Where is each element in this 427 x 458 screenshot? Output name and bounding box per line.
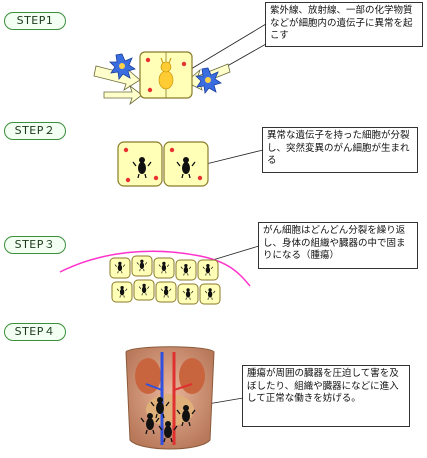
- step-4-illustration: [125, 346, 244, 450]
- step-4-callout: 腫瘍が周囲の臓器を圧迫して害を及ぼしたり、組織や臓器になどに進入して正常な働きを…: [242, 365, 410, 427]
- step-3-label: STEP３: [4, 236, 66, 254]
- step-4-label: STEP４: [4, 323, 66, 341]
- step-3-illustration: [59, 245, 260, 305]
- step-3-callout: がん細胞はどんどん分裂を繰り返し、身体の組織や臓器の中で固まりになる（腫瘍）: [258, 222, 418, 269]
- step-2-label: STEP２: [4, 122, 66, 140]
- step-2-illustration: [117, 141, 264, 187]
- step-1-illustration: [93, 23, 267, 106]
- step-1-label: STEP1: [4, 12, 66, 30]
- step-2-callout: 異常な遺伝子を持った細胞が分裂し、突然変異のがん細胞が生まれる: [262, 127, 418, 173]
